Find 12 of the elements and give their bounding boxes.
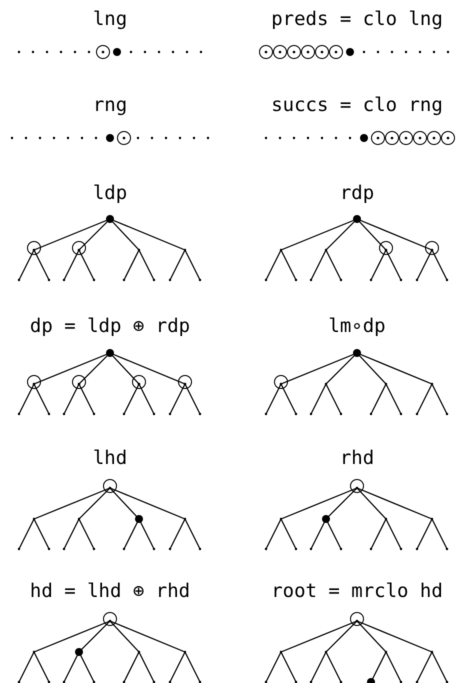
formula-heading: hd = lhd ⊕ rhd bbox=[30, 580, 190, 602]
formula-heading: lm∘dp bbox=[328, 315, 386, 337]
formula-heading: dp = ldp ⊕ rdp bbox=[30, 315, 190, 337]
formula-heading: preds = clo lng bbox=[271, 8, 443, 30]
formula-heading: rng bbox=[92, 94, 128, 116]
formula-heading: succs = clo rng bbox=[271, 94, 443, 116]
formula-heading: lhd bbox=[92, 447, 128, 469]
formula-heading: rdp bbox=[340, 182, 374, 204]
formula-heading: rhd bbox=[340, 447, 374, 469]
formula-heading: ldp bbox=[92, 182, 128, 204]
formula-heading: root = mrclo hd bbox=[271, 580, 443, 602]
formula-heading: lng bbox=[92, 8, 128, 30]
